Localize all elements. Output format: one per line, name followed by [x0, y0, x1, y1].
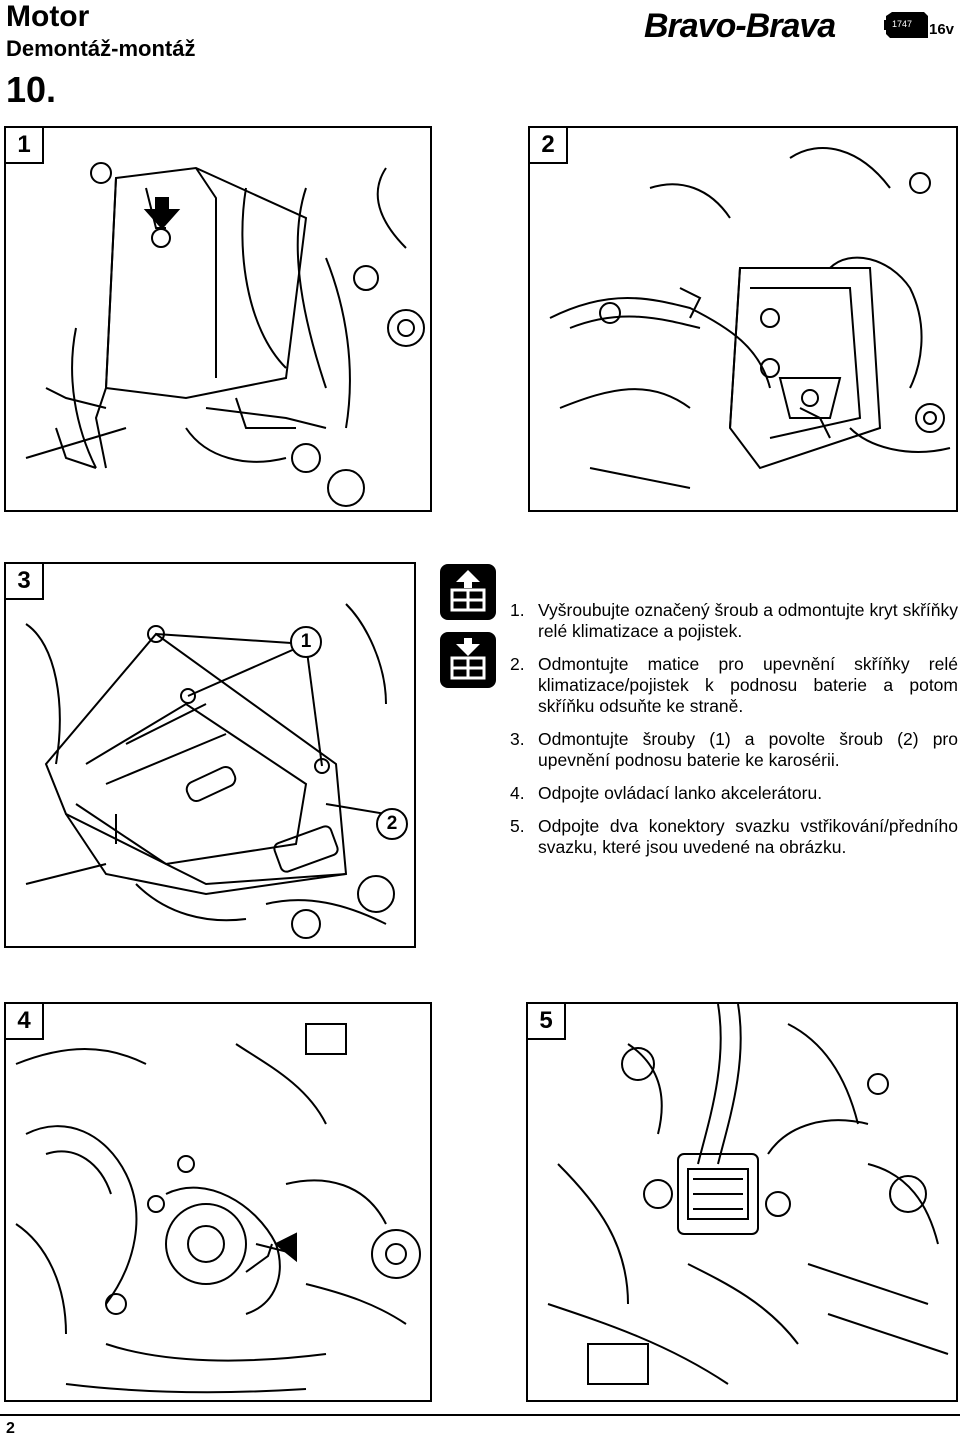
figure-1-label: 1 [6, 128, 44, 164]
figure-3: 3 1 2 [4, 562, 416, 948]
section-subtitle: Demontáž-montáž [6, 36, 196, 61]
install-icon [440, 632, 496, 688]
figure-2: 2 [528, 126, 958, 512]
section-number: 10. [6, 69, 57, 110]
figure-4: 4 [4, 1002, 432, 1402]
engine-code: 1747 [892, 19, 912, 29]
figure-5-drawing [547, 1004, 949, 1385]
step-2: 2. Odmontujte matice pro upevnění skříňky… [510, 654, 958, 717]
step-text: Odmontujte šrouby (1) a povolte šroub (2… [538, 729, 958, 770]
figure-1: 1 [4, 126, 432, 512]
valve-label: 16v [929, 21, 955, 38]
figure-2-label: 2 [530, 128, 568, 164]
callout-2: 2 [376, 808, 408, 840]
figure-1-drawing [25, 162, 425, 507]
step-5: 5. Odpojte dva konektory svazku vstřiková… [510, 816, 958, 858]
step-text: Odpojte ovládací lanko akcelerátoru. [538, 783, 823, 803]
figure-5: 5 [526, 1002, 958, 1402]
model-title: Bravo-Brava [644, 7, 836, 45]
figure-3-drawing [25, 603, 395, 939]
step-number: 4. [510, 783, 525, 803]
step-number: 5. [510, 816, 525, 836]
step-3: 3. Odmontujte šrouby (1) a povolte šroub … [510, 729, 958, 771]
step-number: 2. [510, 654, 525, 674]
footer-rule [0, 1414, 960, 1416]
step-text: Vyšroubujte označený šroub a odmontujte … [538, 600, 958, 641]
figure-4-drawing [15, 1023, 421, 1394]
instruction-steps: 1. Vyšroubujte označený šroub a odmontujt… [510, 600, 958, 870]
figure-5-label: 5 [528, 1004, 566, 1040]
figure-3-label: 3 [6, 564, 44, 600]
step-number: 3. [510, 729, 525, 749]
figure-4-label: 4 [6, 1004, 44, 1040]
step-text: Odmontujte matice pro upevnění skříňky r… [538, 654, 958, 716]
section-title: Motor [6, 0, 90, 33]
figure-2-drawing [549, 147, 951, 489]
step-text: Odpojte dva konektory svazku vstřikování… [538, 816, 958, 857]
page-number: 2 [6, 1420, 15, 1437]
step-1: 1. Vyšroubujte označený šroub a odmontujt… [510, 600, 958, 642]
remove-icon [440, 564, 496, 620]
engine-logo: 1747 16v [884, 8, 956, 42]
callout-1: 1 [290, 626, 322, 658]
step-number: 1. [510, 600, 525, 620]
step-4: 4. Odpojte ovládací lanko akcelerátoru. [510, 783, 958, 804]
